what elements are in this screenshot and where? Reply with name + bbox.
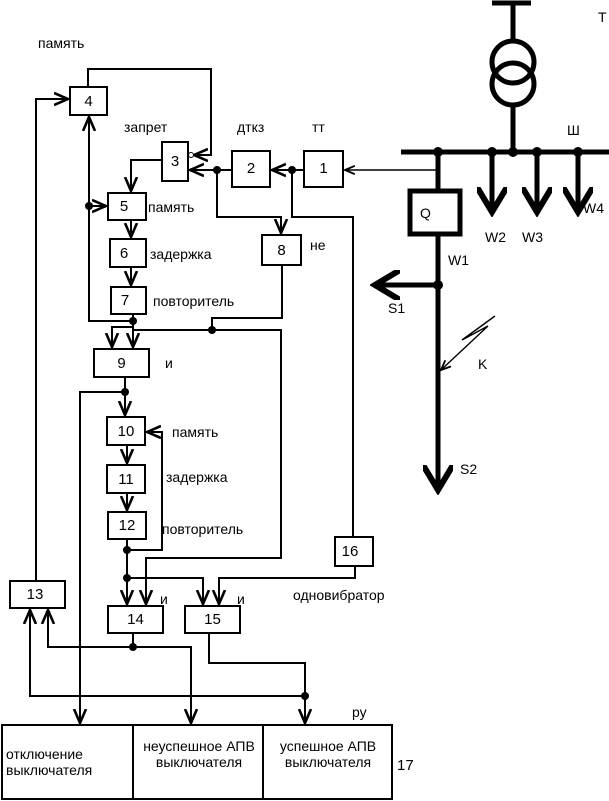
block-2: 2 — [246, 160, 256, 177]
block-5: 5 — [119, 198, 129, 215]
label-and-14: и — [160, 591, 168, 607]
label-and-15: и — [237, 591, 245, 607]
block-3: 3 — [170, 153, 180, 170]
label-bus: Ш — [567, 122, 580, 138]
label-W2: W2 — [485, 229, 506, 245]
block-10: 10 — [117, 423, 135, 440]
label-dtkz: дткз — [237, 119, 265, 135]
label-memory-5: память — [148, 199, 195, 215]
label-S2: S2 — [460, 461, 478, 477]
block-4: 4 — [84, 93, 93, 110]
block-6: 6 — [119, 245, 129, 262]
block-1: 1 — [319, 160, 328, 177]
label-tt: тт — [312, 119, 325, 135]
label-ru: ру — [352, 704, 367, 720]
block-14: 14 — [127, 611, 144, 628]
block-7: 7 — [120, 292, 130, 309]
transformer-icon — [489, 38, 537, 86]
label-S1: S1 — [388, 300, 406, 316]
label-W1: W1 — [448, 252, 469, 268]
breaker-q — [407, 188, 463, 237]
label-memory-10: память — [172, 424, 219, 440]
block-12: 12 — [118, 517, 136, 534]
label-ban: запрет — [124, 119, 168, 135]
output-trip: отключение выключателя — [6, 746, 93, 778]
output-success: успешное АПВ выключателя — [279, 738, 377, 770]
label-T: T — [598, 9, 607, 25]
output-fail: неуспешное АПВ выключателя — [143, 738, 255, 770]
label-W4: W4 — [583, 200, 604, 216]
label-delay-6: задержка — [150, 246, 212, 262]
block-9: 9 — [117, 355, 126, 372]
block-13: 13 — [26, 586, 44, 603]
label-delay-11: задержка — [166, 469, 228, 485]
fault-lightning-icon — [441, 315, 496, 370]
power-circuit — [375, 0, 609, 490]
label-repeater-7: повторитель — [153, 293, 235, 309]
label-W3: W3 — [522, 229, 543, 245]
label-not-8: не — [310, 237, 326, 253]
label-K: K — [478, 356, 488, 372]
block-16: 16 — [341, 543, 359, 560]
blocks — [1, 86, 393, 800]
block-11: 11 — [118, 471, 134, 488]
block-8: 8 — [277, 242, 286, 259]
label-memory-4: память — [38, 35, 85, 51]
block-15: 15 — [204, 611, 221, 628]
label-17: 17 — [397, 757, 414, 774]
logic-wires — [30, 68, 438, 723]
label-repeater-12: повторитель — [162, 521, 244, 537]
label-oneshot-16: одновибратор — [293, 587, 385, 603]
label-and-9: и — [165, 355, 173, 371]
label-Q: Q — [420, 205, 431, 221]
